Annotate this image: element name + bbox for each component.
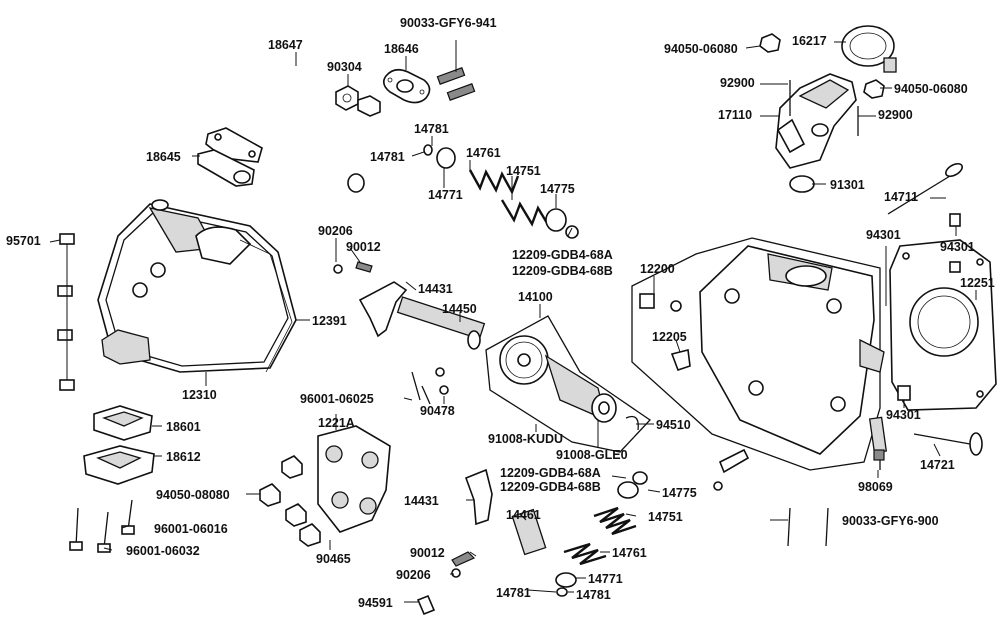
spark-plug [868, 416, 888, 470]
part-label: 90012 [410, 546, 445, 560]
part-label: 14781 [370, 150, 405, 164]
nut-94050-a [759, 33, 781, 53]
part-label: 12391 [312, 314, 347, 328]
head-gasket [889, 239, 997, 411]
part-label: 14100 [518, 290, 553, 304]
leader-lines [49, 40, 977, 603]
part-label: 14751 [506, 164, 541, 178]
part-label: 90206 [318, 224, 353, 238]
part-label: 18647 [268, 38, 303, 52]
part-label: 94301 [940, 240, 975, 254]
part-label: 14775 [662, 486, 697, 500]
head-cover [97, 199, 297, 373]
part-label: 18646 [384, 42, 419, 56]
o-ring-91301 [789, 175, 815, 193]
cover-18612 [83, 445, 155, 485]
part-label: 18612 [166, 450, 201, 464]
part-label: 14450 [442, 302, 477, 316]
part-label: 90033-GFY6-900 [842, 514, 939, 528]
part-label: 14711 [884, 190, 919, 204]
cover-18601 [93, 405, 153, 441]
part-label: 12200 [640, 262, 675, 276]
part-label: 96001-06025 [300, 392, 374, 406]
part-label: 12205 [652, 330, 687, 344]
part-label: 94050-06080 [664, 42, 738, 56]
part-label: 12209-GDB4-68A [500, 466, 601, 480]
part-label: 12310 [182, 388, 217, 402]
part-label: 94510 [656, 418, 691, 432]
part-label: 14721 [920, 458, 955, 472]
part-label: 91301 [830, 178, 865, 192]
part-label: 90304 [327, 60, 362, 74]
part-label: 91008-GLE0 [556, 448, 628, 462]
part-label: 96001-06016 [154, 522, 228, 536]
valve-intake [887, 162, 963, 215]
camshaft-group [485, 315, 651, 453]
part-label: 14751 [648, 510, 683, 524]
part-label: 96001-06032 [126, 544, 200, 558]
studs-900 [787, 507, 829, 547]
nut-94050-b [863, 79, 885, 99]
part-label: 14431 [418, 282, 453, 296]
part-label: 18601 [166, 420, 201, 434]
part-label: 14431 [404, 494, 439, 508]
intake-manifold [775, 73, 857, 169]
bolts-95701 [57, 233, 75, 391]
part-label: 18645 [146, 150, 181, 164]
bolts-96001 [69, 499, 135, 553]
part-label: 91008-KUDU [488, 432, 564, 446]
part-label: 17110 [718, 108, 753, 122]
part-label: 90206 [396, 568, 431, 582]
valve-springs-lower [555, 471, 648, 597]
part-label: 94050-08080 [156, 488, 230, 502]
part-label: 16217 [792, 34, 827, 48]
part-label: 95701 [6, 234, 41, 248]
part-label: 14781 [496, 586, 531, 600]
part-label: 14775 [540, 182, 575, 196]
part-94591 [416, 594, 436, 616]
nuts-90304 [335, 85, 381, 117]
part-label: 12209-GDB4-68B [512, 264, 613, 278]
part-label: 92900 [720, 76, 755, 90]
part-label: 90012 [346, 240, 381, 254]
breather-pipe [197, 60, 365, 193]
part-label: 12209-GDB4-68B [500, 480, 601, 494]
part-label: 94591 [358, 596, 393, 610]
studs-941 [436, 67, 476, 101]
part-label: 14761 [466, 146, 501, 160]
part-label: 94301 [866, 228, 901, 242]
part-label: 94050-06080 [894, 82, 968, 96]
part-label: 98069 [858, 480, 893, 494]
gasket-18646 [382, 68, 431, 104]
part-label: 90478 [420, 404, 455, 418]
part-label: 14771 [428, 188, 463, 202]
cover-gasket-12391 [239, 239, 293, 373]
part-label: 14461 [506, 508, 541, 522]
part-label: 14771 [588, 572, 623, 586]
part-label: 14781 [414, 122, 449, 136]
bolts-06025 [411, 367, 449, 405]
part-label: 14761 [612, 546, 647, 560]
part-label: 90033-GFY6-941 [400, 16, 497, 30]
part-label: 14781 [576, 588, 611, 602]
rocker-lower [451, 468, 547, 578]
part-label: 90465 [316, 552, 351, 566]
valve-exhaust [913, 432, 983, 456]
cylinder-head [631, 237, 885, 491]
part-label: 12251 [960, 276, 995, 290]
part-label: 92900 [878, 108, 913, 122]
rocker-bracket [259, 425, 391, 547]
dowels [897, 213, 961, 401]
part-label: 1221A [318, 416, 355, 430]
part-label: 94301 [886, 408, 921, 422]
band-16217 [841, 25, 897, 73]
rocker-upper [333, 261, 486, 350]
part-label: 12209-GDB4-68A [512, 248, 613, 262]
